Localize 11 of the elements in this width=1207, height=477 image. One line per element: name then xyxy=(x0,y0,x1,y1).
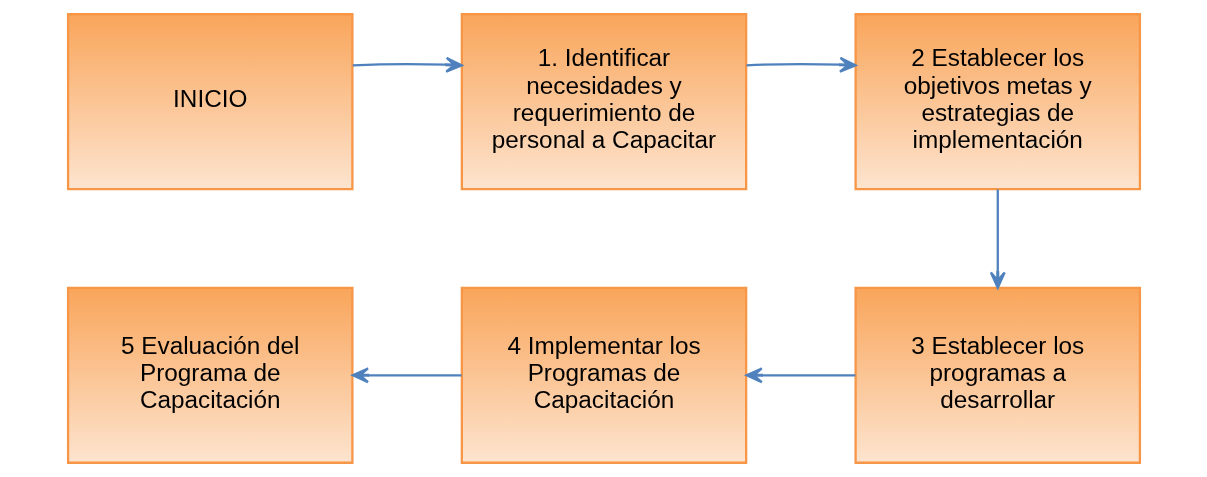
node-box: INICIO xyxy=(66,13,353,191)
arrow xyxy=(351,367,462,384)
arrow xyxy=(989,189,1006,289)
arrow xyxy=(744,367,855,384)
node-box: 5 Evaluación del Programa de Capacitación xyxy=(66,286,353,464)
node-box: 4 Implementar los Programas de Capacitación xyxy=(460,286,747,464)
arrow xyxy=(352,56,463,73)
node-box: 1. Identificar necesidades y requerimiento de personal a Capacitar xyxy=(460,13,747,191)
node-box: 3 Establecer los programas a desarrollar xyxy=(854,286,1141,464)
arrow xyxy=(746,56,857,73)
node-box: 2 Establecer los objetivos metas y estrategias de implementación xyxy=(854,13,1141,191)
